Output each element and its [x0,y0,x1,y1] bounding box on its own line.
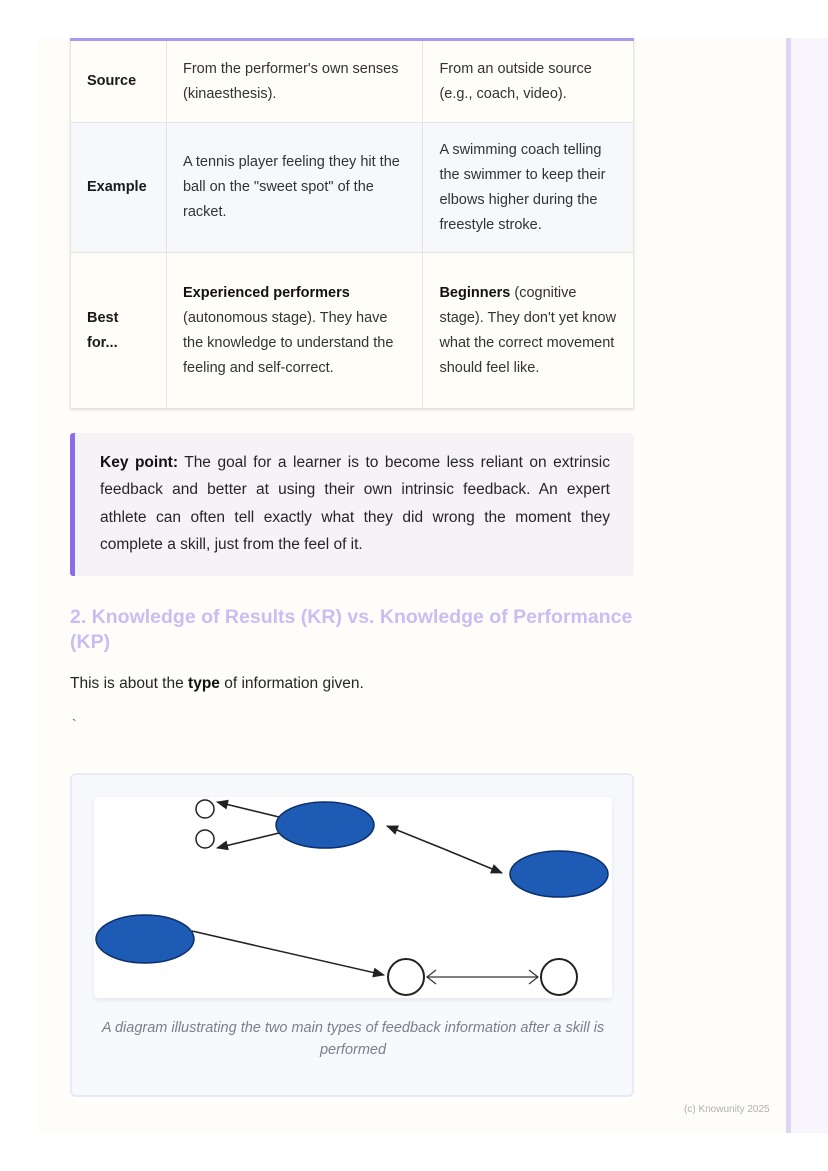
intro-text-end: of information given. [219,675,364,692]
extrinsic-cell: Beginners (cognitive stage). They don't … [422,252,634,409]
arrow-to-result-circle [191,930,385,978]
result-circle [387,958,425,996]
figure-caption: A diagram illustrating the two main type… [101,1020,605,1058]
extrinsic-text: (cognitive stage). They don't yet know w… [439,284,617,376]
intro-emphasis: type [188,675,220,692]
feedback-diagram-svg [95,799,609,996]
row-label: Example [70,122,167,253]
table-row: Example A tennis player feeling they hit… [70,122,634,253]
figure-card: A diagram illustrating the two main type… [70,773,634,1097]
intrinsic-cell: A tennis player feeling they hit the bal… [165,122,424,253]
ellipse-right [509,850,609,898]
intrinsic-cell: Experienced performers (autonomous stage… [165,252,424,409]
extrinsic-cell: From an outside source (e.g., coach, vid… [422,39,634,123]
feedback-diagram [94,797,612,998]
table-row: Best for... Experienced performers (auto… [70,252,634,409]
copyright-footer: (c) Knowunity 2025 [684,1104,770,1115]
key-point-callout: Key point: The goal for a learner is to … [70,433,634,576]
section-intro: This is about the type of information gi… [70,673,364,695]
comparison-arrowhead-right [528,969,539,985]
ellipse-top-center [275,801,375,849]
key-point-text: The goal for a learner is to become less… [100,454,610,553]
row-label: Source [70,39,167,123]
arrow-to-right-ellipse [443,848,503,874]
feedback-comparison-table: Source From the performer's own senses (… [70,38,634,409]
arrow-to-top-circle [216,799,280,818]
row-label: Best for... [70,252,167,409]
right-margin-rule [786,38,791,1133]
small-circle-bottom [195,829,215,849]
stray-mark: ` [72,716,77,732]
intro-text: This is about the [70,675,189,692]
intrinsic-text: (autonomous stage). They have the knowle… [182,309,394,376]
arrow-to-center-ellipse [386,825,445,850]
ellipse-bottom-left [95,914,195,964]
comparison-arrowhead-left [426,969,437,985]
intrinsic-emphasis: Experienced performers [182,284,350,301]
small-circle-top [195,799,215,819]
extrinsic-cell: A swimming coach telling the swimmer to … [422,122,634,253]
intrinsic-cell: From the performer's own senses (kinaest… [165,39,424,123]
table-row: Source From the performer's own senses (… [70,39,634,123]
key-point-label: Key point: [100,454,178,471]
section-heading: 2. Knowledge of Results (KR) vs. Knowled… [70,606,633,653]
arrow-to-bottom-circle [216,832,280,851]
page: Source From the performer's own senses (… [38,38,828,1133]
right-margin-panel [791,38,828,1133]
target-circle [540,958,578,996]
extrinsic-emphasis: Beginners [439,284,511,301]
